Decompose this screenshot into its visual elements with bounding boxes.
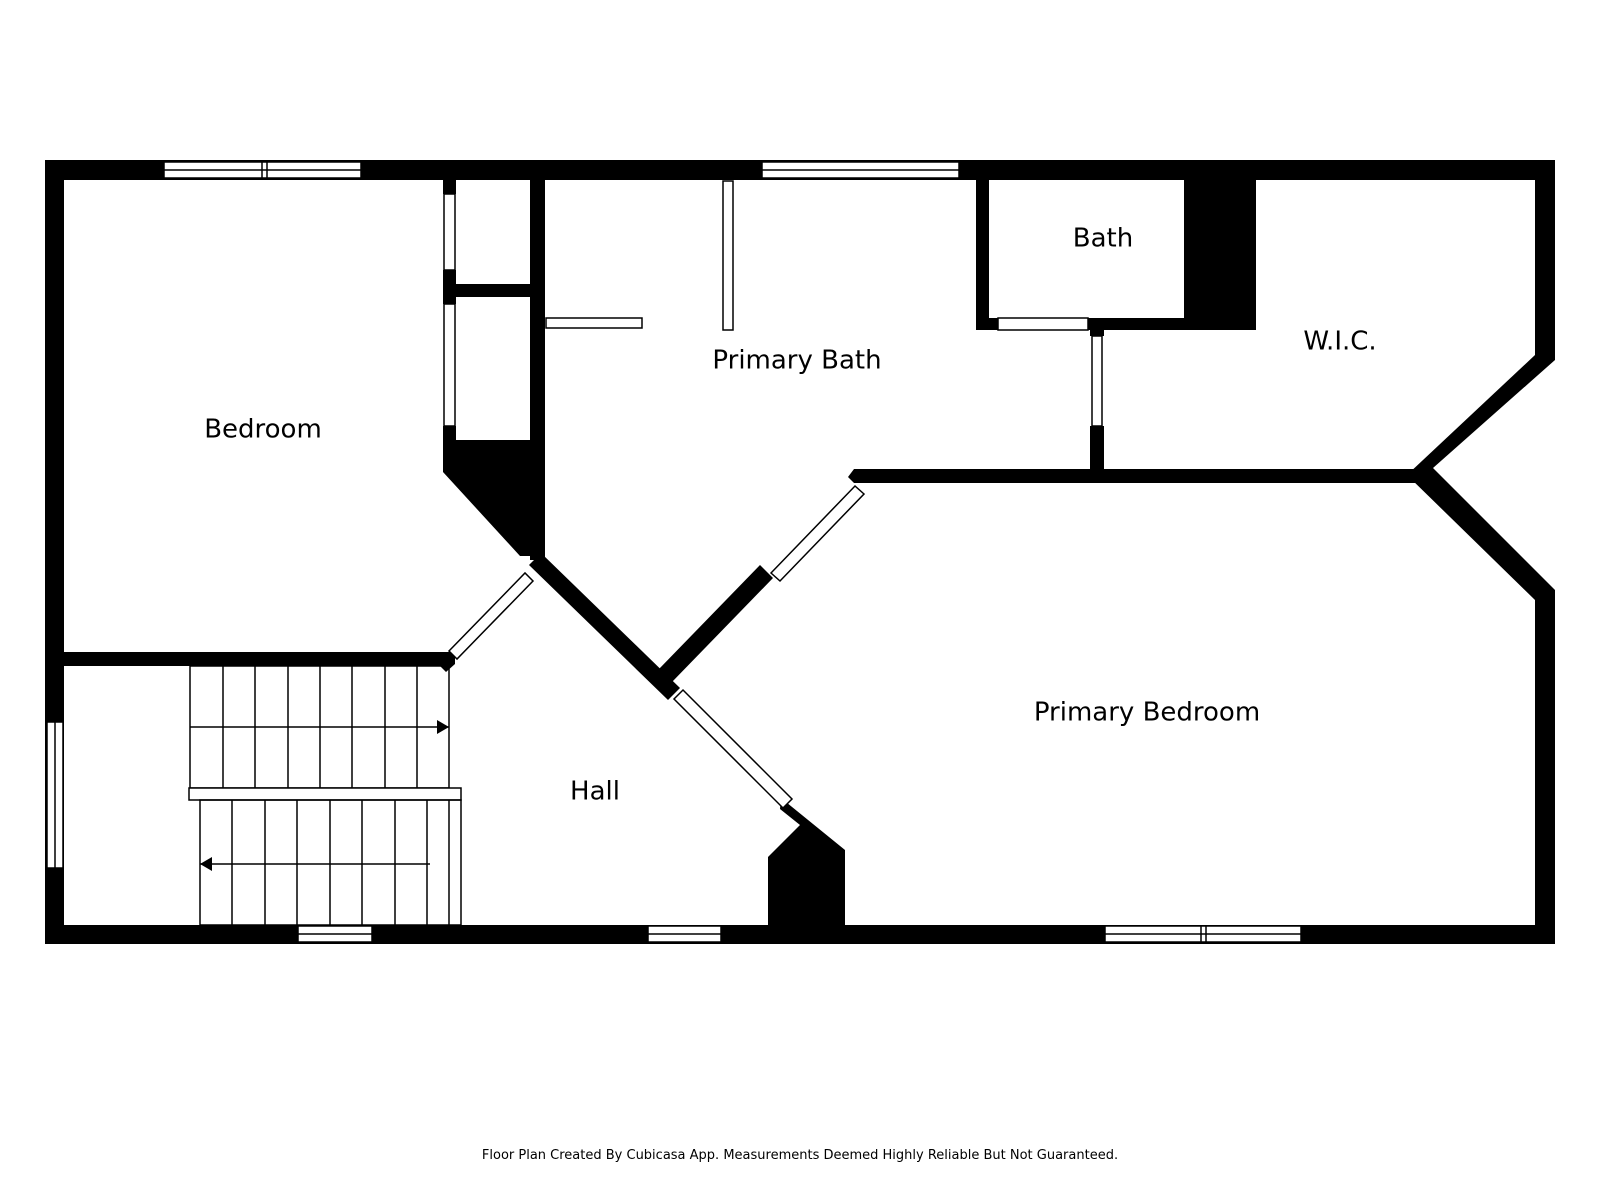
room-label-primary-bath: Primary Bath	[712, 346, 881, 376]
interior-walls	[64, 180, 1424, 925]
stair-arrow-down	[200, 857, 212, 871]
room-label-hall: Hall	[570, 777, 620, 807]
staircase	[188, 665, 462, 926]
exterior-windows	[46, 161, 1302, 943]
disclaimer-note: Floor Plan Created By Cubicasa App. Meas…	[481, 1148, 1119, 1163]
stair-arrow-up	[437, 720, 449, 734]
room-label-bedroom: Bedroom	[204, 415, 322, 445]
room-label-bath: Bath	[1073, 224, 1133, 254]
interior-doors	[443, 180, 1103, 810]
room-label-primary-bedroom: Primary Bedroom	[1034, 698, 1260, 728]
room-label-wic: W.I.C.	[1303, 327, 1376, 357]
